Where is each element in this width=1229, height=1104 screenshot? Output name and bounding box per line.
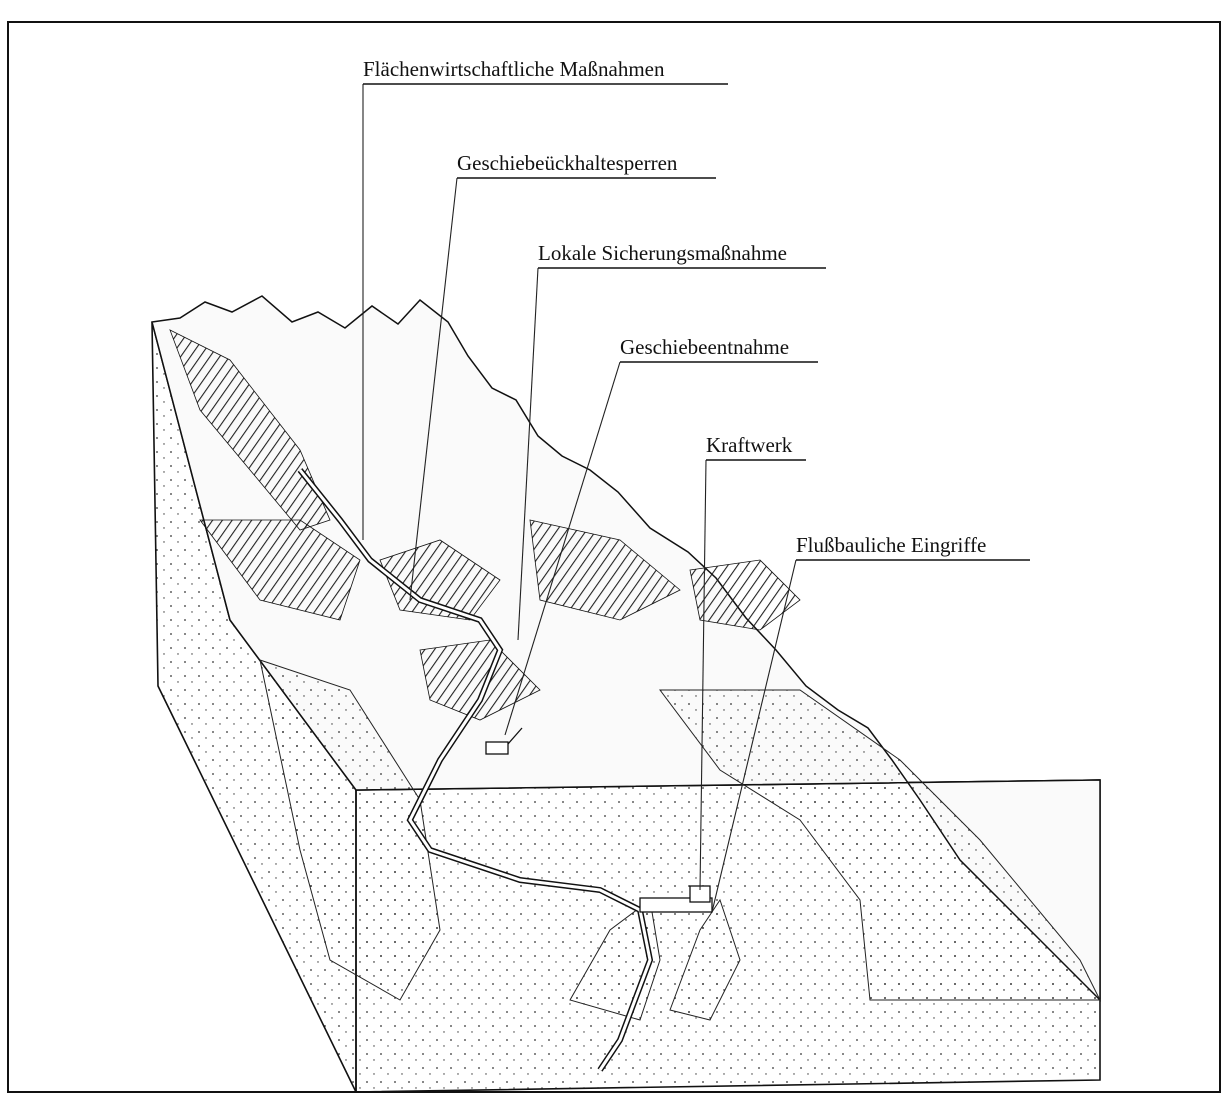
label-kraftwerk-text: Kraftwerk <box>706 433 793 457</box>
label-entnahme: Geschiebeentnahme <box>620 335 818 362</box>
label-lokale-text: Lokale Sicherungsmaßnahme <box>538 241 787 265</box>
label-geschiebesperren-text: Geschiebeückhaltesperren <box>457 151 678 175</box>
label-flussbau: Flußbauliche Eingriffe <box>796 533 1030 560</box>
label-flaechen: Flächenwirtschaftliche Maßnahmen <box>363 57 728 84</box>
label-kraftwerk: Kraftwerk <box>706 433 806 460</box>
label-flussbau-text: Flußbauliche Eingriffe <box>796 533 986 557</box>
label-flaechen-text: Flächenwirtschaftliche Maßnahmen <box>363 57 665 81</box>
label-lokale: Lokale Sicherungsmaßnahme <box>538 241 826 268</box>
label-entnahme-text: Geschiebeentnahme <box>620 335 789 359</box>
label-geschiebesperren: Geschiebeückhaltesperren <box>457 151 716 178</box>
